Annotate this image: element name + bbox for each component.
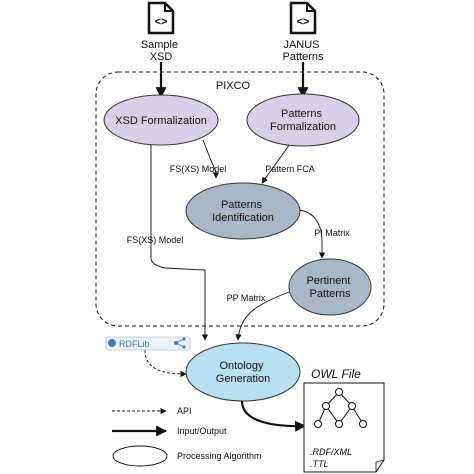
pixco-group [95, 71, 385, 327]
node-patterns-identification [185, 182, 301, 240]
legend-process-ellipse [112, 445, 168, 467]
edge-label-fs-xs-model-lower: FS(XS) Model [127, 235, 184, 245]
edge-xsd-to-ontology [150, 145, 209, 341]
node-patterns-formalization-label: Patterns Formalization [270, 108, 336, 133]
rdflib-logo-icon: RDFLib [105, 336, 191, 351]
edge-label-pi-matrix: PI Matrix [314, 228, 350, 238]
legend: API Input/Output Processing Algorithm [112, 406, 262, 467]
node-pertinent-patterns-label: Pertinent Patterns [306, 275, 353, 300]
edge-pertinent-to-ontology [235, 291, 290, 341]
edge-label-fs-xs-model-upper: FS(XS) Model [170, 164, 227, 174]
input-label-sample-xsd: Sample XSD [141, 39, 181, 63]
svg-text:<>: <> [155, 16, 168, 28]
node-pertinent-patterns [288, 258, 372, 316]
svg-text:RDFLib: RDFLib [119, 339, 150, 349]
tree-graph-icon [314, 388, 367, 428]
legend-api-label: API [177, 406, 192, 416]
edge-label-pattern-fca: Pattern FCA [265, 164, 315, 174]
node-ontology-generation [185, 342, 301, 402]
arrow-ontology-to-owl [240, 400, 307, 432]
edge-xsd-to-identification [202, 139, 220, 179]
input-label-janus-patterns: JANUS Patterns [283, 39, 324, 63]
edge-label-pp-matrix: PP Matrix [227, 293, 266, 303]
pixco-label: PIXCO [216, 80, 251, 92]
api-edge-rdflib-to-ontology [144, 349, 187, 378]
node-xsd-formalization-label: XSD Formalization [115, 115, 207, 127]
legend-process-label: Processing Algorithm [177, 451, 262, 461]
node-xsd-formalization [103, 94, 219, 146]
node-patterns-identification-label: Patterns Identification [212, 199, 274, 224]
legend-io-label: Input/Output [177, 426, 227, 436]
node-ontology-generation-label: Ontology Generation [216, 360, 270, 385]
owl-file-formats: .RDF/XML .TTL [310, 447, 354, 469]
svg-text:<>: <> [297, 16, 310, 28]
edge-patterns-to-identification [261, 143, 291, 184]
code-file-icon: <> [289, 1, 317, 35]
code-file-icon: <> [147, 1, 175, 35]
node-patterns-formalization [246, 93, 360, 147]
owl-file-title: OWL File [311, 367, 361, 381]
edge-identification-to-pertinent [298, 209, 326, 259]
